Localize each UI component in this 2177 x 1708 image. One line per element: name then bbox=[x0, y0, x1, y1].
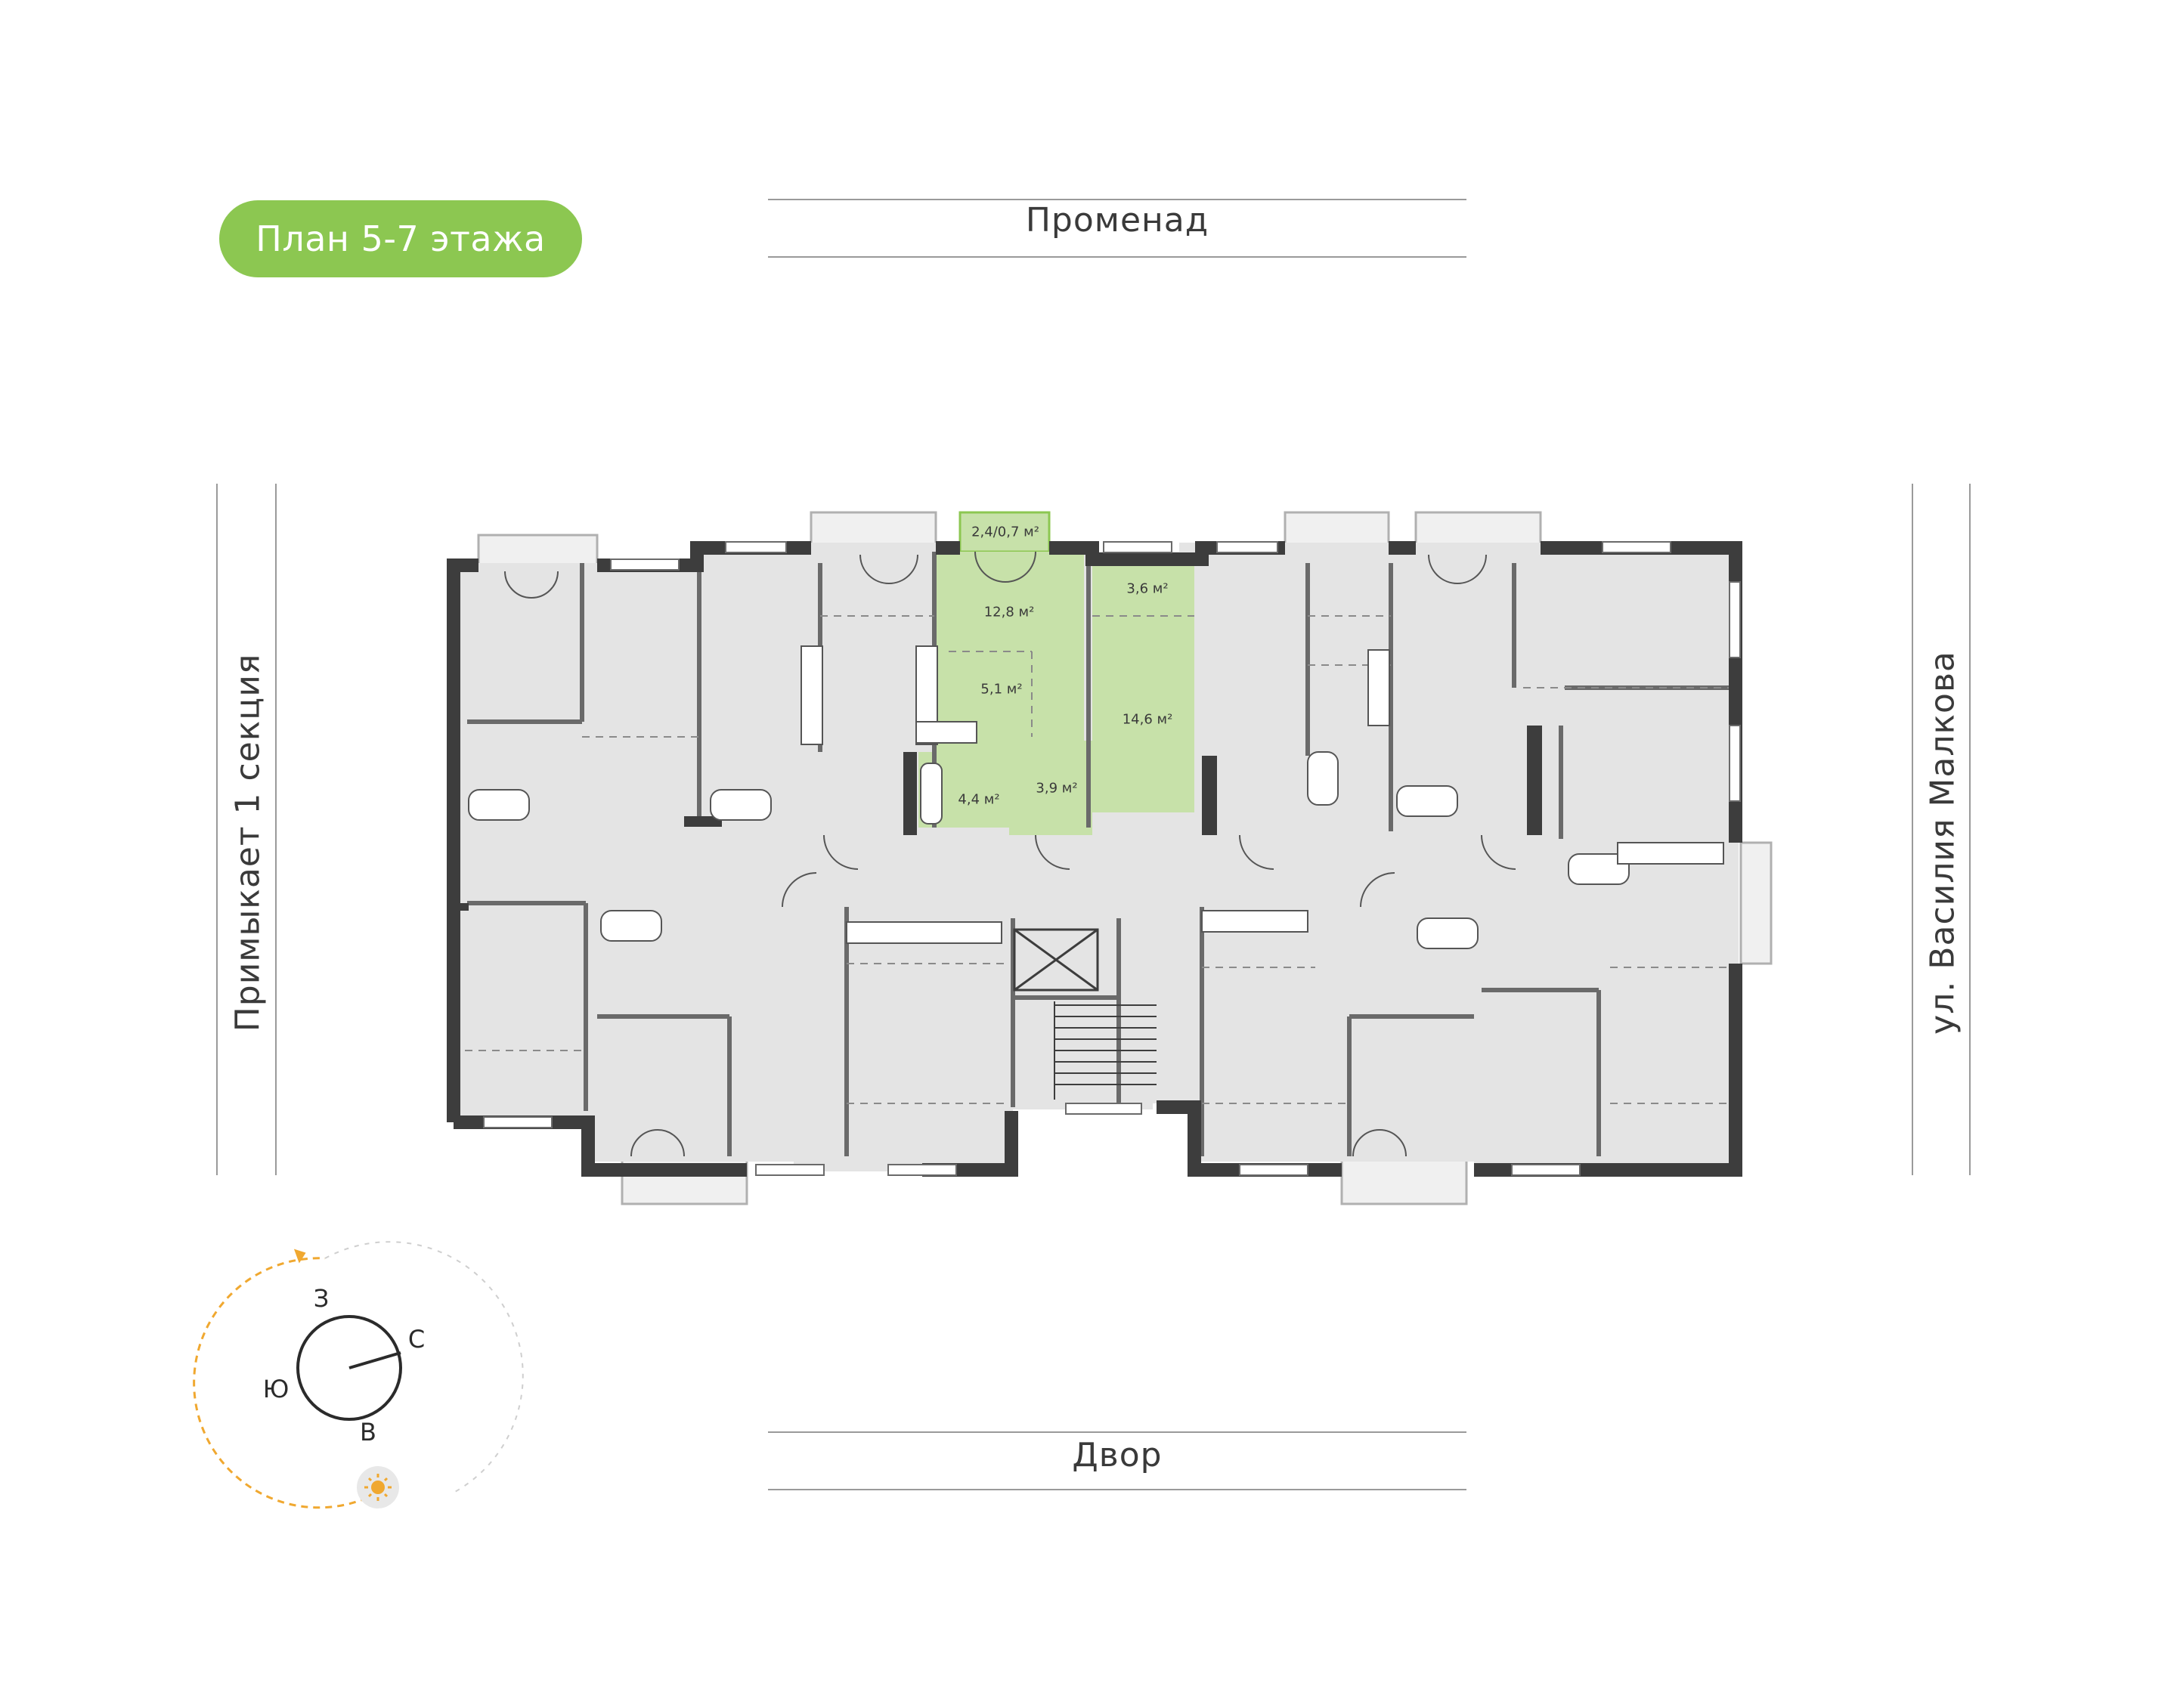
compass-east: В bbox=[360, 1418, 376, 1447]
outer-walls bbox=[447, 541, 1742, 1177]
compass bbox=[193, 1241, 524, 1509]
sun-orbit bbox=[193, 1257, 379, 1509]
area-bedroom: 14,6 м² bbox=[1122, 711, 1173, 728]
street-label-left: Примыкает 1 секция bbox=[228, 653, 268, 1032]
night-orbit bbox=[324, 1241, 524, 1493]
highlight-hall bbox=[1009, 741, 1092, 835]
area-balcony: 2,4/0,7 м² bbox=[971, 524, 1039, 540]
street-label-right: ул. Василия Малкова bbox=[1923, 651, 1962, 1035]
area-wardrobe: 3,6 м² bbox=[1126, 580, 1169, 597]
street-label-bottom: Двор bbox=[1072, 1436, 1163, 1474]
kitchen-counters bbox=[801, 645, 1724, 944]
highlight-balcony bbox=[958, 511, 1051, 553]
dashed-separators bbox=[465, 615, 1731, 1104]
area-kitchen: 5,1 м² bbox=[980, 681, 1023, 698]
area-hall: 3,9 м² bbox=[1036, 780, 1078, 797]
area-bathroom: 4,4 м² bbox=[958, 791, 1000, 808]
bathroom-fixtures bbox=[468, 751, 1630, 949]
compass-west: З bbox=[313, 1284, 330, 1313]
floor-badge: План 5-7 этажа bbox=[219, 200, 582, 277]
windows bbox=[483, 541, 1741, 1176]
floor-badge-label: План 5-7 этажа bbox=[255, 218, 546, 259]
highlight-bedroom bbox=[1092, 563, 1194, 812]
elevator-stairs bbox=[1013, 928, 1157, 1100]
door-swings bbox=[504, 551, 1516, 1157]
street-label-top: Променад bbox=[1025, 201, 1209, 240]
street-lines bbox=[216, 199, 1971, 1490]
area-living: 12,8 м² bbox=[983, 604, 1035, 620]
inner-dark-walls bbox=[457, 546, 1542, 911]
compass-north: С bbox=[407, 1325, 426, 1354]
sun-icon bbox=[357, 1466, 399, 1508]
orbit-arrow bbox=[293, 1249, 306, 1264]
compass-south: Ю bbox=[262, 1375, 290, 1403]
highlighted-apartment bbox=[918, 511, 1194, 835]
corridor bbox=[718, 835, 1531, 907]
compass-needle bbox=[348, 1351, 401, 1369]
